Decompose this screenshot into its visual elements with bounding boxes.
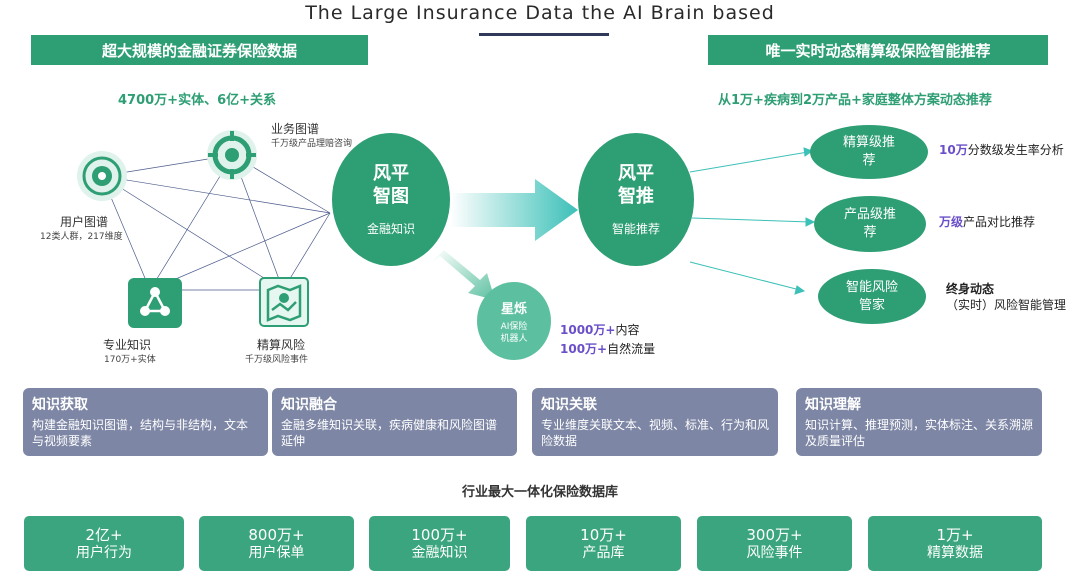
fengping-zhitu-line2: 智图 xyxy=(373,186,409,207)
xingshuo-sub1: AI保险 xyxy=(500,321,528,332)
right-subtitle: 从1万+疾病到2万产品+家庭整体方案动态推荐 xyxy=(718,93,992,108)
recommend-product-line1: 产品级推 xyxy=(843,207,896,222)
knowledge-box-title: 知识融合 xyxy=(281,397,337,413)
recommend-product-note-highlight: 万级 xyxy=(939,215,964,229)
fengping-zhitui-line1: 风平 xyxy=(618,163,654,184)
recommend-product-note-text: 产品对比推荐 xyxy=(963,215,1036,229)
sub-arrow xyxy=(432,250,495,300)
banner-right: 唯一实时动态精算级保险智能推荐 xyxy=(708,35,1048,65)
fengping-zhitui-sub: 智能推荐 xyxy=(611,222,660,236)
user-graph-label: 用户图谱 xyxy=(60,215,109,229)
knowledge-box-desc: 构建金融知识图谱，结构与非结构，文本与视频要素 xyxy=(32,418,249,448)
user-graph-sub: 12类人群，217维度 xyxy=(40,232,123,242)
business-graph-label: 业务图谱 xyxy=(271,122,320,136)
business-graph-sub: 千万级产品理赔咨询 xyxy=(271,139,353,149)
xingshuo-note-traffic-value: 100万+ xyxy=(560,342,608,356)
knowledge-box-association: 知识关联 专业维度关联文本、视频、标准、行为和风险数据 xyxy=(532,388,778,456)
recommend-risk-note-text: （实时）风险智能管理 xyxy=(946,298,1067,312)
stat-value: 2亿+ xyxy=(85,525,123,544)
xingshuo-title: 星烁 xyxy=(500,301,527,317)
actuarial-risk-label: 精算风险 xyxy=(257,338,306,352)
fengping-zhitui-line2: 智推 xyxy=(618,186,654,207)
stat-label: 用户行为 xyxy=(76,544,132,561)
main-arrow xyxy=(450,179,578,241)
left-subtitle: 4700万+实体、6亿+关系 xyxy=(118,93,277,108)
stat-actuarial-data: 1万+ 精算数据 xyxy=(868,516,1042,571)
stat-label: 精算数据 xyxy=(927,544,983,561)
title-underline xyxy=(479,33,609,36)
xingshuo-note-traffic-text: 自然流量 xyxy=(607,342,656,356)
xingshuo-sub2: 机器人 xyxy=(500,333,528,344)
knowledge-box-acquire: 知识获取 构建金融知识图谱，结构与非结构，文本与视频要素 xyxy=(23,388,268,456)
recommend-actuarial-note-highlight: 10万 xyxy=(939,143,968,157)
user-graph-icon xyxy=(77,151,127,201)
recommend-product-note: 万级产品对比推荐 xyxy=(939,213,1035,230)
business-graph-node xyxy=(205,128,259,186)
fengping-zhitui-circle: 风平 智推 智能推荐 xyxy=(578,133,694,266)
knowledge-box-desc: 专业维度关联文本、视频、标准、行为和风险数据 xyxy=(541,418,770,448)
professional-knowledge-icon xyxy=(128,278,182,328)
page-title: The Large Insurance Data the AI Brain ba… xyxy=(305,2,775,24)
stat-label: 金融知识 xyxy=(411,544,468,561)
xingshuo-note-traffic: 100万+自然流量 xyxy=(560,340,655,357)
knowledge-box-understanding: 知识理解 知识计算、推理预测，实体标注、关系溯源及质量评估 xyxy=(796,388,1042,456)
stat-user-policy: 800万+ 用户保单 xyxy=(199,516,354,571)
stat-financial-knowledge: 100万+ 金融知识 xyxy=(369,516,510,571)
professional-knowledge-label: 专业知识 xyxy=(103,338,152,352)
recommend-actuarial-note: 10万分数级发生率分析 xyxy=(939,141,1064,158)
stat-value: 300万+ xyxy=(746,525,803,544)
fengping-zhitu-circle: 风平 智图 金融知识 xyxy=(332,133,450,266)
knowledge-box-title: 知识获取 xyxy=(32,397,88,413)
recommend-arrows xyxy=(689,147,816,295)
xingshuo-note-content: 1000万+内容 xyxy=(560,321,639,338)
database-title: 行业最大一体化保险数据库 xyxy=(461,485,618,500)
stat-value: 10万+ xyxy=(580,525,627,544)
stat-value: 800万+ xyxy=(248,525,305,544)
stat-product-library: 10万+ 产品库 xyxy=(526,516,681,571)
business-graph-icon xyxy=(207,130,257,180)
recommend-risk-line1: 智能风险 xyxy=(845,279,898,295)
recommend-product: 产品级推荐 xyxy=(814,196,926,252)
xingshuo-note-content-text: 内容 xyxy=(615,323,640,337)
recommend-product-line2: 荐 xyxy=(863,225,877,240)
recommend-actuarial: 精算级推荐 xyxy=(810,125,928,179)
recommend-risk-note-highlight: 终身动态 xyxy=(946,282,995,296)
recommend-actuarial-line1: 精算级推 xyxy=(842,135,895,150)
actuarial-risk-icon xyxy=(258,276,310,332)
recommend-risk-manager: 智能风险管家 xyxy=(818,269,926,324)
knowledge-box-desc: 金融多维知识关联，疾病健康和风险图谱延伸 xyxy=(281,418,498,448)
stat-label: 用户保单 xyxy=(248,544,305,561)
knowledge-box-desc: 知识计算、推理预测，实体标注、关系溯源及质量评估 xyxy=(805,418,1034,448)
xingshuo-note-content-value: 1000万+ xyxy=(560,323,616,337)
stat-label: 产品库 xyxy=(582,544,625,561)
banner-left: 超大规模的金融证券保险数据 xyxy=(31,35,368,65)
xingshuo-circle: 星烁 AI保险 机器人 xyxy=(477,282,551,360)
knowledge-box-fusion: 知识融合 金融多维知识关联，疾病健康和风险图谱延伸 xyxy=(272,388,517,456)
recommend-actuarial-note-text: 分数级发生率分析 xyxy=(967,143,1064,157)
stat-label: 风险事件 xyxy=(746,544,803,561)
fengping-zhitu-sub: 金融知识 xyxy=(366,222,415,236)
recommend-risk-line2: 管家 xyxy=(858,297,885,313)
stat-user-behavior: 2亿+ 用户行为 xyxy=(24,516,184,571)
knowledge-box-title: 知识理解 xyxy=(805,397,861,413)
professional-knowledge-sub: 170万+实体 xyxy=(104,355,156,365)
stat-value: 100万+ xyxy=(411,525,468,544)
stat-risk-events: 300万+ 风险事件 xyxy=(697,516,852,571)
user-graph-node xyxy=(75,149,129,207)
stat-value: 1万+ xyxy=(936,525,974,544)
fengping-zhitu-line1: 风平 xyxy=(373,163,409,184)
actuarial-risk-sub: 千万级风险事件 xyxy=(245,355,309,365)
knowledge-box-title: 知识关联 xyxy=(541,397,597,413)
recommend-actuarial-line2: 荐 xyxy=(862,153,876,168)
